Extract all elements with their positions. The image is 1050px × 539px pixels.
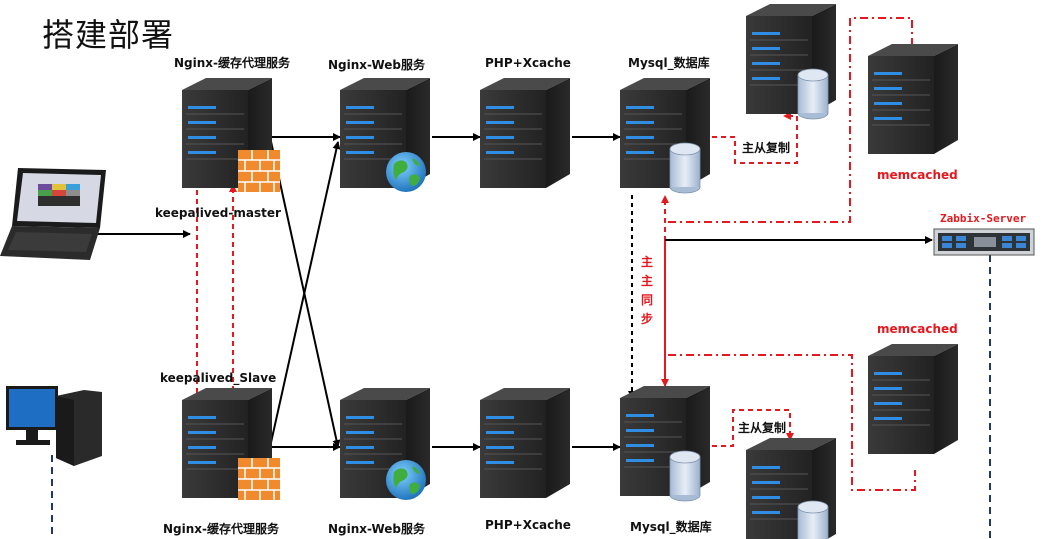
- php-server-bottom: [479, 387, 571, 499]
- label-master-sync: 主主同步: [640, 255, 653, 326]
- label-keepalived-slave: keepalived_Slave: [160, 371, 277, 385]
- label-replication-top: 主从复制: [742, 141, 791, 155]
- memcached-server-bottom: [867, 343, 959, 455]
- links: [51, 17, 991, 539]
- firewall-icon: [237, 149, 281, 193]
- label-nginx-web-top: Nginx-Web服务: [328, 58, 426, 72]
- database-icon: [669, 450, 701, 502]
- link-proxy-bottom-web-top: [269, 141, 341, 448]
- label-nginx-web-bottom: Nginx-Web服务: [328, 522, 426, 536]
- label-php-bottom: PHP+Xcache: [485, 518, 571, 532]
- page-title: 搭建部署: [42, 16, 175, 54]
- link-replication-bottom: [712, 409, 794, 447]
- memcached-server-top: [867, 43, 959, 155]
- label-memcached-top: memcached: [877, 168, 958, 182]
- database-icon: [797, 500, 829, 539]
- label-keepalived-master: keepalived-master: [155, 206, 281, 220]
- label-php-top: PHP+Xcache: [485, 56, 571, 70]
- label-memcached-bottom: memcached: [877, 322, 958, 336]
- label-zabbix-server: Zabbix-Server: [940, 212, 1027, 225]
- desktop-icon: [6, 386, 102, 466]
- database-icon: [669, 142, 701, 194]
- rack-server-icon: [933, 228, 1035, 256]
- label-mysql-top: Mysql_数据库: [628, 56, 710, 70]
- label-replication-bottom: 主从复制: [738, 421, 787, 435]
- label-nginx-cache-top: Nginx-缓存代理服务: [174, 56, 291, 70]
- link-memcached-bottom: [668, 354, 916, 491]
- laptop-icon: [0, 168, 106, 260]
- php-server-top: [479, 77, 571, 189]
- database-icon: [797, 68, 829, 120]
- firewall-icon: [237, 457, 281, 501]
- link-memcached-top: [668, 17, 913, 223]
- globe-icon: [386, 460, 426, 500]
- globe-icon: [386, 152, 426, 192]
- link-replication-top: [712, 112, 798, 164]
- label-nginx-cache-bottom: Nginx-缓存代理服务: [163, 522, 280, 536]
- label-mysql-bottom: Mysql_数据库: [630, 520, 712, 534]
